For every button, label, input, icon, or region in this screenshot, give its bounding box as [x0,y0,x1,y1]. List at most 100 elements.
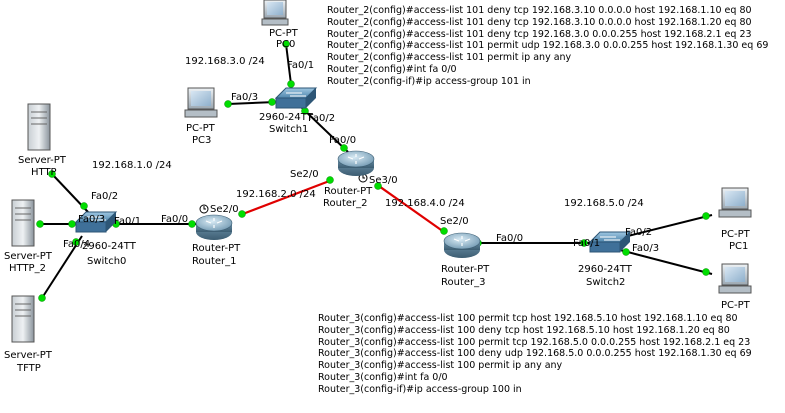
port-label: Se2/0 [210,204,239,215]
serial-router1-router2[interactable] [239,178,333,217]
router-icon[interactable] [337,150,375,176]
server-icon[interactable] [27,103,51,151]
cable-switch2-pc2[interactable] [619,249,713,275]
config-line: Router_2(config)#access-list 101 permit … [327,40,769,52]
switch0-name-label: Switch0 [87,256,127,267]
link-light [38,294,46,302]
switch1-type-label: 2960-24TT [259,112,313,123]
link-light [622,248,630,256]
http2-name-label: HTTP_2 [9,263,46,274]
link-light [188,220,196,228]
port-label: Se2/0 [290,169,319,180]
link-light [374,182,382,190]
port-label: Fa0/3 [78,214,106,225]
switch0-type-label: 2960-24TT [82,241,136,252]
port-label: Fa0/0 [329,135,357,146]
link-light [340,144,348,152]
switch2-name-label: Switch2 [586,277,626,288]
port-label: Fa0/3 [231,92,259,103]
port-label: Fa0/0 [161,214,189,225]
server-icon[interactable] [11,199,35,247]
port-label: Fa0/2 [625,227,653,238]
port-label: Fa0/1 [287,60,315,71]
config-line: Router_2(config-if)#ip access-group 101 … [327,75,531,87]
router2-config-note: Router_2(config)#access-list 101 deny tc… [327,5,768,88]
switch1-name-label: Switch1 [269,124,309,135]
link-light [702,212,710,220]
config-line: Router_2(config)#access-list 101 permit … [327,52,572,64]
link-light [72,238,80,246]
link-light [224,100,232,108]
pc0-type-label: PC-PT [269,28,298,39]
serial-router2-router3[interactable] [375,183,445,233]
network-label: 192.168.1.0 /24 [92,160,172,171]
pc1-type-label: PC-PT [721,229,750,240]
network-label: 192.168.4.0 /24 [385,198,465,209]
config-line: Router_2(config)#access-list 101 deny tc… [327,28,752,40]
router1-type-label: Router-PT [192,243,241,254]
router-icon[interactable] [443,232,481,258]
link-light [702,268,710,276]
port-label: Fa0/0 [496,233,524,244]
cable-switch2-pc1[interactable] [619,214,713,239]
link-light [80,202,88,210]
config-line: Router_3(config)#access-list 100 permit … [318,360,563,372]
cable-lines [40,43,713,299]
http-type-label: Server-PT [18,155,66,166]
config-line: Router_2(config)#int fa 0/0 [327,63,457,75]
port-label: Fa0/1 [114,216,142,227]
http2-type-label: Server-PT [4,251,52,262]
tftp-name-label: TFTP [17,363,41,374]
pc3-type-label: PC-PT [186,123,215,134]
router3-config-note: Router_3(config)#access-list 100 permit … [318,313,752,396]
pc-icon[interactable] [718,263,752,294]
link-light [282,40,290,48]
pc0-name-label: PC0 [276,39,296,50]
network-label: 192.168.3.0 /24 [185,56,265,67]
port-label: Fa0/2 [308,113,336,124]
link-light [440,227,448,235]
router2-name-label: Router_2 [323,198,368,209]
link-light [68,220,76,228]
link-light [580,239,588,247]
link-light [326,176,334,184]
config-line: Router_2(config)#access-list 101 deny tc… [327,16,752,28]
cable-switch1-router2[interactable] [299,105,349,153]
router-icon[interactable] [195,214,233,240]
switch-icon[interactable] [74,211,118,233]
network-label: 192.168.2.0 /24 [236,189,316,200]
config-line: Router_3(config)#access-list 100 deny ud… [318,348,752,360]
link-light [268,98,276,106]
switch-icon[interactable] [274,87,318,109]
config-line: Router_3(config)#access-list 100 deny tc… [318,324,730,336]
config-line: Router_3(config)#access-list 100 permit … [318,336,751,348]
pc-icon[interactable] [718,187,752,218]
router3-type-label: Router-PT [441,264,490,275]
config-line: Router_2(config)#access-list 101 deny tc… [327,5,752,16]
cable-pc3-switch1[interactable] [227,101,277,105]
port-label: Fa0/4 [63,239,91,250]
switch2-type-label: 2960-24TT [578,264,632,275]
link-light [238,210,246,218]
port-label: Fa0/2 [91,191,119,202]
router3-name-label: Router_3 [441,277,486,288]
tftp-type-label: Server-PT [4,350,52,361]
clock-icon [199,204,209,214]
switch-icon[interactable] [588,231,632,253]
config-line: Router_3(config)#access-list 100 permit … [318,313,738,324]
serial-lines [239,178,445,233]
link-light [36,220,44,228]
config-line: Router_3(config)#int fa 0/0 [318,371,448,383]
port-label: Fa0/3 [632,243,660,254]
link-light [48,170,56,178]
router2-type-label: Router-PT [324,186,373,197]
http-name-label: HTTP [31,167,57,178]
server-icon[interactable] [11,295,35,343]
pc-icon[interactable] [261,0,289,26]
pc2-type-label: PC-PT [721,300,750,311]
router1-name-label: Router_1 [192,256,237,267]
network-label: 192.168.5.0 /24 [564,198,644,209]
cable-tftp-switch0[interactable] [41,235,83,299]
pc-icon[interactable] [184,87,218,118]
